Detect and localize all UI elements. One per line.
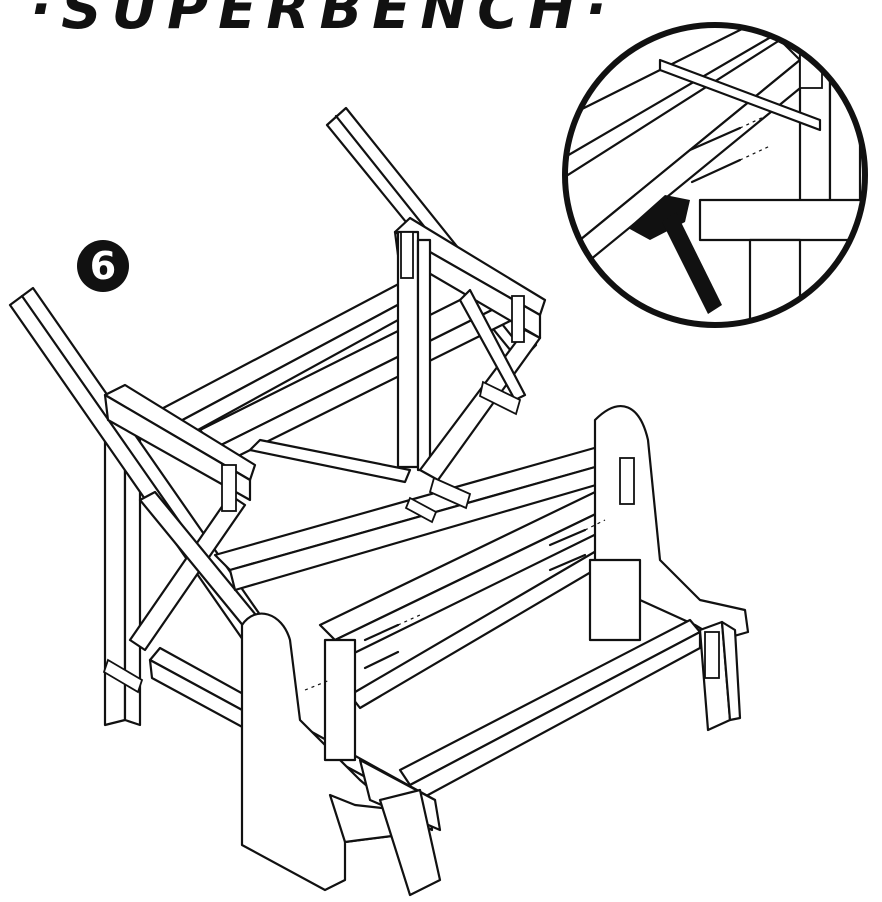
step-number-badge: 6 [77, 240, 129, 292]
connector-plate-7 [619, 457, 635, 505]
connector-plate-9 [704, 631, 720, 679]
connector-plate-8 [102, 658, 144, 694]
x-braces [128, 288, 542, 652]
connector-plate-3 [478, 380, 522, 416]
brand-logo: ·SUPERBENCH· [30, 0, 617, 42]
right-seat-support [588, 405, 750, 642]
nails [304, 519, 606, 691]
connector-plate-1 [400, 231, 414, 279]
connector-plate-5 [428, 476, 472, 510]
metal-connector-plates [102, 231, 720, 694]
connector-plate-2 [511, 295, 525, 343]
bottom-right-foot [378, 788, 442, 897]
connector-plate-6 [404, 496, 438, 524]
connector-plate-4 [221, 464, 237, 512]
upper-seat-rails [148, 276, 522, 467]
detail-inset [562, 22, 868, 328]
